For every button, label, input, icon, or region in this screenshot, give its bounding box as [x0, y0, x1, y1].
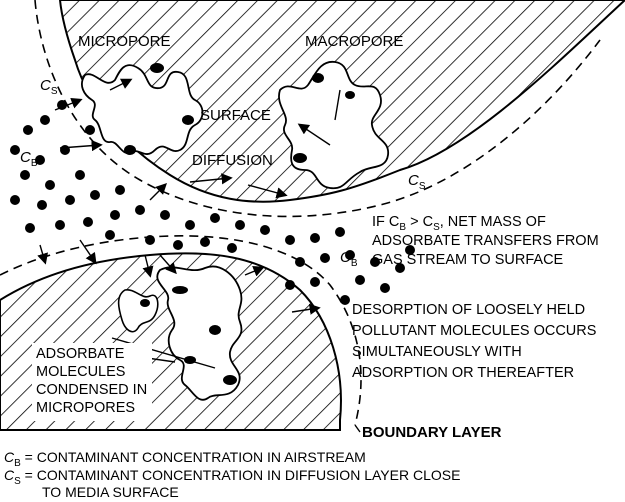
- label-desorption-1: DESORPTION OF LOOSELY HELD: [352, 302, 585, 318]
- micropore-cavity: [82, 65, 203, 154]
- label-desorption-4: ADSORPTION OR THEREAFTER: [352, 365, 574, 381]
- label-surface: SURFACE: [200, 107, 271, 124]
- label-net-mass-2: ADSORBATE TRANSFERS FROM: [372, 233, 599, 249]
- label-desorption-3: SIMULTANEOUSLY WITH: [352, 344, 522, 360]
- label-net-mass-1: IF CB > CS, NET MASS OF: [372, 214, 546, 233]
- label-cb-left: CB: [20, 149, 38, 169]
- legend-cb: CB = CONTAMINANT CONCENTRATION IN AIRSTR…: [4, 449, 366, 469]
- label-net-mass-3: GAS STREAM TO SURFACE: [372, 252, 564, 268]
- label-adsorbate-4: MICROPORES: [36, 400, 135, 416]
- label-adsorbate-3: CONDENSED IN: [36, 382, 147, 398]
- label-macropore: MACROPORE: [305, 33, 403, 50]
- label-cs-right: CS: [408, 172, 426, 192]
- legend: CB = CONTAMINANT CONCENTRATION IN AIRSTR…: [4, 449, 460, 500]
- label-cb-mid: CB: [340, 249, 358, 269]
- legend-cs-line2: TO MEDIA SURFACE: [42, 484, 179, 500]
- label-boundary-layer: BOUNDARY LAYER: [362, 424, 502, 441]
- label-adsorbate-2: MOLECULES: [36, 364, 125, 380]
- label-diffusion: DIFFUSION: [192, 152, 273, 169]
- label-adsorbate-1: ADSORBATE: [36, 346, 125, 362]
- label-desorption-2: POLLUTANT MOLECULES OCCURS: [352, 323, 596, 339]
- label-micropore: MICROPORE: [78, 33, 171, 50]
